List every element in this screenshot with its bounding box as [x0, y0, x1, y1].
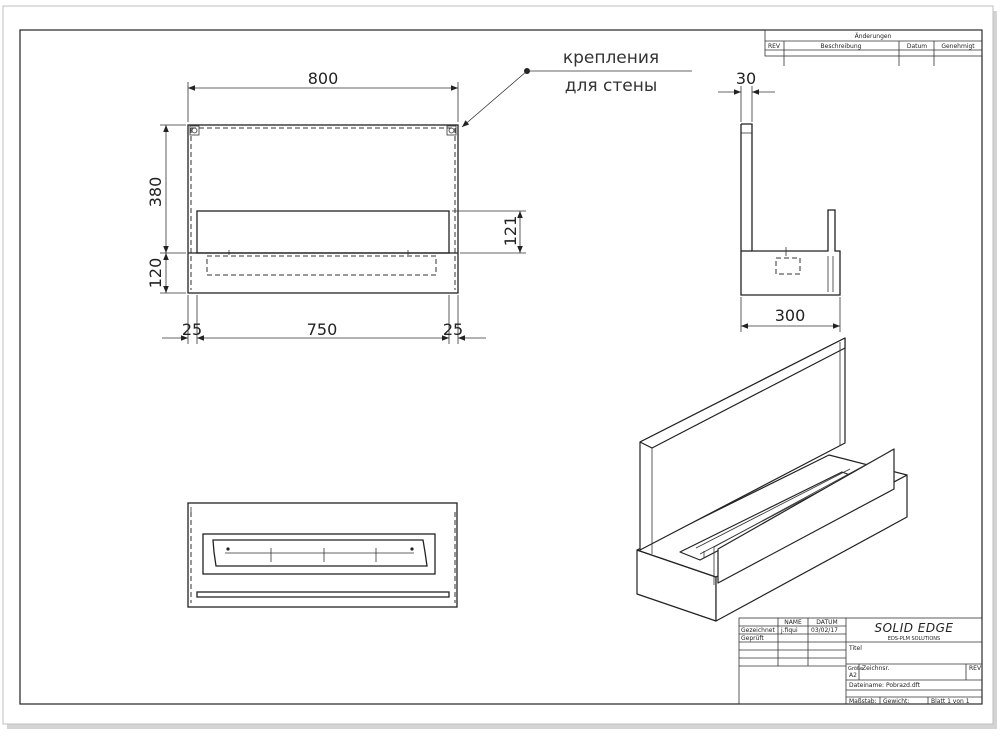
- revision-table-header: Änderungen: [855, 33, 892, 40]
- title-block-row-drawn: Gezeichnet: [741, 627, 775, 634]
- drawing-frame: [19, 29, 983, 705]
- revision-table: Änderungen REV Beschreibung Datum Genehm…: [764, 29, 983, 66]
- side-view: [740, 123, 841, 296]
- dim-side-thickness-label: 30: [736, 69, 756, 88]
- solid-edge-logo-main: SOLID EDGE: [874, 621, 953, 635]
- title-block-title-label: Titel: [848, 645, 862, 652]
- title-block-drawn-name: j.fiqui: [780, 627, 798, 634]
- revision-col-approved: Genehmigt: [941, 43, 975, 50]
- title-block: NAME DATUM Gezeichnet j.fiqui 03/02/17 G…: [738, 617, 983, 705]
- dim-side-depth-label: 300: [775, 306, 806, 325]
- title-block-row-checked: Geprüft: [741, 635, 764, 642]
- title-block-size-label: Größe: [848, 666, 863, 672]
- callout-text-line1: крепления: [563, 48, 659, 68]
- front-view: [187, 124, 459, 294]
- revision-col-rev: REV: [768, 43, 781, 50]
- title-block-size-value: A2: [849, 672, 857, 679]
- dim-bottom-middle-label: 750: [307, 320, 338, 339]
- title-block-sheet-label: Blatt 1 von 1: [931, 698, 970, 705]
- title-block-rev-label: REV: [969, 665, 982, 672]
- isometric-view: [636, 337, 908, 622]
- dim-panel-height: 121: [452, 210, 526, 254]
- dim-front-width-label: 800: [308, 69, 339, 88]
- dim-bottom-right-label: 25: [443, 320, 463, 339]
- revision-col-description: Beschreibung: [821, 43, 862, 50]
- dim-side-depth: 300: [740, 297, 841, 332]
- dim-bottom-left-label: 25: [182, 320, 202, 339]
- wall-mount-callout: крепления для стены: [461, 48, 692, 128]
- dim-bottom-chain: 25 750 25: [162, 295, 486, 344]
- dim-side-thickness: 30: [718, 69, 775, 122]
- wall-mount-right-icon: [446, 125, 457, 136]
- dim-panel-height-label: 121: [501, 216, 520, 247]
- dim-front-height-lower: 120: [146, 253, 186, 294]
- solid-edge-logo-sub: EDS-PLM SOLUTIONS: [888, 636, 940, 642]
- title-block-drawn-date: 03/02/17: [811, 627, 838, 634]
- dim-front-height-upper-label: 380: [146, 177, 165, 208]
- title-block-col-date: DATUM: [816, 619, 837, 626]
- revision-col-date: Datum: [907, 43, 927, 50]
- dim-front-height-upper: 380: [146, 124, 186, 254]
- title-block-weight-label: Gewicht:: [883, 698, 909, 705]
- title-block-col-name: NAME: [784, 619, 802, 626]
- top-view: [187, 502, 458, 608]
- dim-front-height-lower-label: 120: [146, 258, 165, 289]
- callout-text-line2: для стены: [565, 76, 658, 96]
- title-block-scale-label: Maßstab:: [849, 698, 877, 705]
- dim-front-width: 800: [187, 69, 459, 122]
- title-block-drawing-no-label: Zeichnsr.: [862, 665, 889, 672]
- wall-mount-left-icon: [189, 125, 200, 136]
- title-block-filename: Dateiname: Pobrazd.dft: [849, 682, 921, 689]
